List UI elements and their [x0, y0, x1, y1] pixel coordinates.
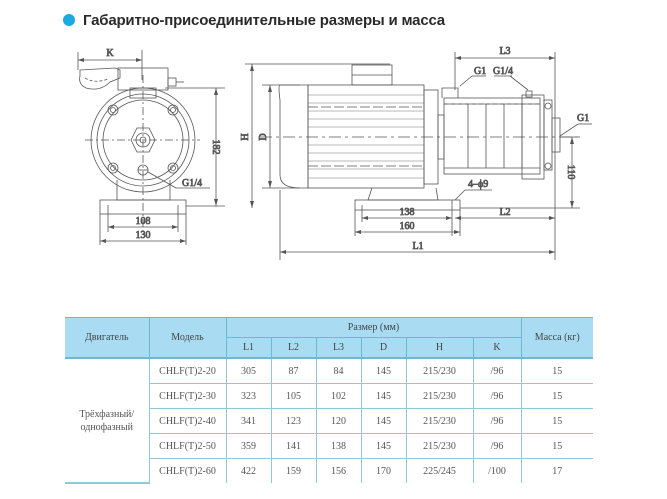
cell-l3: 120: [315, 408, 362, 434]
cell-l2: 87: [270, 357, 317, 384]
cell-l2: 123: [270, 408, 317, 434]
cell-model: CHLF(T)2-60: [148, 458, 227, 483]
header-model: Модель: [148, 317, 227, 359]
cell-model: CHLF(T)2-40: [148, 408, 227, 434]
cell-l3: 138: [315, 433, 362, 459]
cell-d: 145: [360, 357, 407, 384]
cell-h: 215/230: [405, 383, 474, 409]
label-holes: 4–ϕ9: [468, 179, 488, 190]
cell-model: CHLF(T)2-20: [148, 357, 227, 384]
engine-type-line1: Трёхфазный/: [79, 408, 135, 420]
label-108: 108: [136, 216, 151, 227]
label-l1: L1: [412, 241, 423, 252]
cell-model: CHLF(T)2-30: [148, 383, 227, 409]
header-d: D: [360, 337, 407, 359]
header-h: H: [405, 337, 474, 359]
cell-h: 225/245: [405, 458, 474, 483]
cell-h: 215/230: [405, 357, 474, 384]
header-l2: L2: [270, 337, 317, 359]
cell-model: CHLF(T)2-50: [148, 433, 227, 459]
label-g1-top: G1: [474, 66, 486, 77]
header-engine: Двигатель: [65, 317, 150, 359]
table-row: Трёхфазный/ однофазный CHLF(T)2-20 305 8…: [65, 357, 593, 484]
label-110: 110: [565, 165, 576, 180]
section-title: Габаритно-присоединительные размеры и ма…: [83, 11, 445, 29]
header-l1: L1: [225, 337, 272, 359]
cell-l1: 359: [225, 433, 272, 459]
label-g14-top: G1/4: [493, 66, 513, 77]
cell-mass: 17: [520, 458, 593, 483]
label-130: 130: [136, 230, 151, 241]
cell-d: 145: [360, 433, 407, 459]
cell-k: /96: [472, 383, 522, 409]
cell-l1: 323: [225, 383, 272, 409]
cell-l2: 141: [270, 433, 317, 459]
cell-l1: 341: [225, 408, 272, 434]
label-l2: L2: [499, 207, 510, 218]
cell-mass: 15: [520, 408, 593, 434]
label-182: 182: [210, 140, 221, 155]
section-heading: Габаритно-присоединительные размеры и ма…: [63, 9, 445, 31]
front-view: K G1/4: [77, 48, 225, 245]
header-size-group: Размер (мм): [225, 317, 522, 338]
cell-mass: 15: [520, 357, 593, 384]
cell-l1: 305: [225, 357, 272, 384]
cell-l2: 159: [270, 458, 317, 483]
bullet-dot-icon: [63, 14, 75, 26]
table-row: CHLF(T)2-40 341 123 120 145 215/230 /96 …: [65, 408, 593, 434]
cell-k: /96: [472, 357, 522, 384]
cell-k: /96: [472, 408, 522, 434]
engine-type-cell: Трёхфазный/ однофазный: [65, 357, 150, 484]
specs-table: Двигатель Модель Размер (мм) Масса (кг) …: [65, 317, 593, 484]
cell-mass: 15: [520, 433, 593, 459]
cell-k: /96: [472, 433, 522, 459]
table-row: CHLF(T)2-50 359 141 138 145 215/230 /96 …: [65, 433, 593, 459]
label-l3: L3: [499, 46, 510, 57]
cell-k: /100: [472, 458, 522, 483]
table-row: CHLF(T)2-60 422 159 156 170 225/245 /100…: [65, 458, 593, 483]
label-g1-right: G1: [577, 113, 589, 124]
label-138: 138: [400, 207, 415, 218]
cell-d: 145: [360, 408, 407, 434]
cell-l3: 102: [315, 383, 362, 409]
label-160: 160: [400, 221, 415, 232]
cell-h: 215/230: [405, 433, 474, 459]
technical-drawing: K G1/4: [77, 46, 592, 260]
cell-l2: 105: [270, 383, 317, 409]
label-g14-front: G1/4: [182, 178, 202, 189]
cell-d: 170: [360, 458, 407, 483]
label-h: H: [240, 133, 251, 140]
header-l3: L3: [315, 337, 362, 359]
cell-l1: 422: [225, 458, 272, 483]
header-mass: Масса (кг): [520, 317, 593, 359]
label-k: K: [106, 48, 114, 59]
cell-mass: 15: [520, 383, 593, 409]
side-view: H D: [240, 46, 592, 260]
header-k: K: [472, 337, 522, 359]
cell-h: 215/230: [405, 408, 474, 434]
cell-d: 145: [360, 383, 407, 409]
engine-type-line2: однофазный: [80, 421, 133, 433]
cell-l3: 84: [315, 357, 362, 384]
cell-l3: 156: [315, 458, 362, 483]
